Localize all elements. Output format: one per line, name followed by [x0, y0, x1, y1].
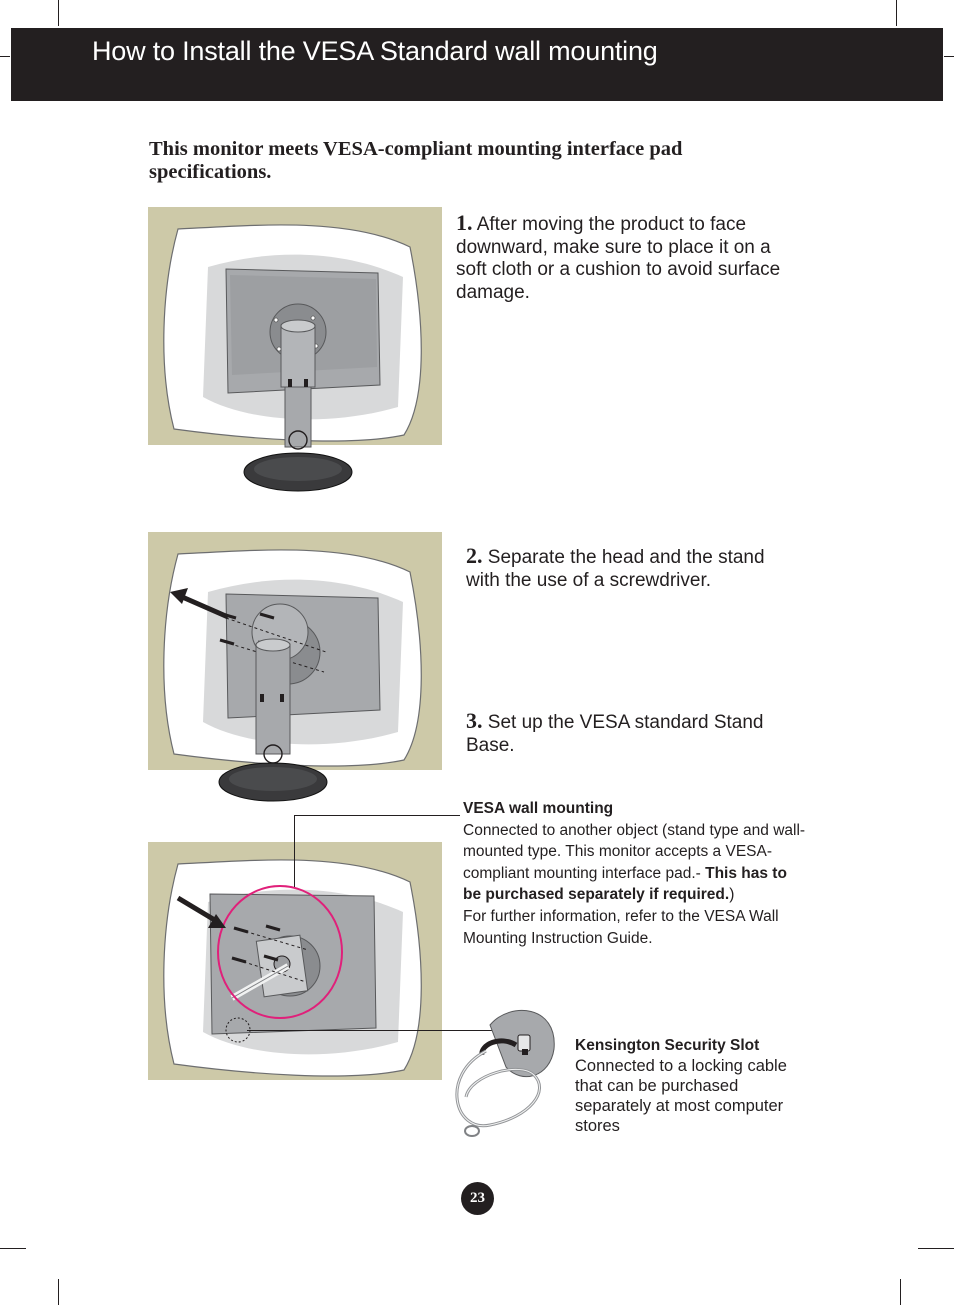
vesa-further-info: For further information, refer to the VE…: [463, 907, 779, 947]
crop-mark: [0, 56, 10, 57]
header-bar: [11, 28, 943, 101]
vesa-callout: VESA wall mounting Connected to another …: [463, 798, 808, 949]
step-text: Set up the VESA standard Stand Base.: [466, 712, 764, 756]
step-text: After moving the product to face downwar…: [456, 214, 781, 303]
figure-remove-stand: [148, 532, 442, 802]
kensington-title: Kensington Security Slot: [575, 1037, 760, 1054]
figure-monitor-face-down: [148, 207, 442, 492]
kensington-text: Connected to a locking cable that can be…: [575, 1057, 787, 1135]
vesa-bold-text: This has to be purchased separately if r…: [463, 864, 787, 904]
step-2: 2. Separate the head and the stand with …: [466, 543, 796, 592]
page-title: How to Install the VESA Standard wall mo…: [92, 36, 658, 66]
kensington-callout: Kensington Security Slot Connected to a …: [575, 1036, 815, 1136]
vesa-callout-line: [294, 815, 295, 887]
kensington-lock-illustration: [455, 1009, 555, 1137]
crop-mark: [0, 1248, 26, 1249]
step-3: 3. Set up the VESA standard Stand Base.: [466, 708, 796, 757]
crop-mark: [900, 1279, 901, 1305]
step-number: 2.: [466, 543, 483, 568]
kensington-callout-line: [247, 1030, 500, 1031]
vesa-mount-illustration: [163, 859, 422, 1077]
monitor-stand-removal-illustration: [163, 549, 422, 802]
vesa-text: Connected to another object (stand type …: [463, 821, 806, 882]
crop-mark: [58, 1279, 59, 1305]
vesa-callout-line: [294, 815, 460, 816]
figure-vesa-mount: [148, 842, 442, 1080]
vesa-text-close: ): [729, 886, 735, 904]
step-text: Separate the head and the stand with the…: [466, 547, 765, 591]
crop-mark: [918, 1248, 954, 1249]
monitor-illustration: [163, 224, 422, 492]
crop-mark: [944, 56, 954, 57]
step-1: 1. After moving the product to face down…: [456, 210, 801, 304]
step-number: 3.: [466, 708, 483, 733]
crop-mark: [58, 0, 59, 26]
crop-mark: [896, 0, 897, 26]
intro-text: This monitor meets VESA-compliant mounti…: [149, 138, 683, 183]
step-number: 1.: [456, 210, 473, 235]
page-number: 23: [461, 1182, 494, 1215]
vesa-title: VESA wall mounting: [463, 800, 614, 817]
